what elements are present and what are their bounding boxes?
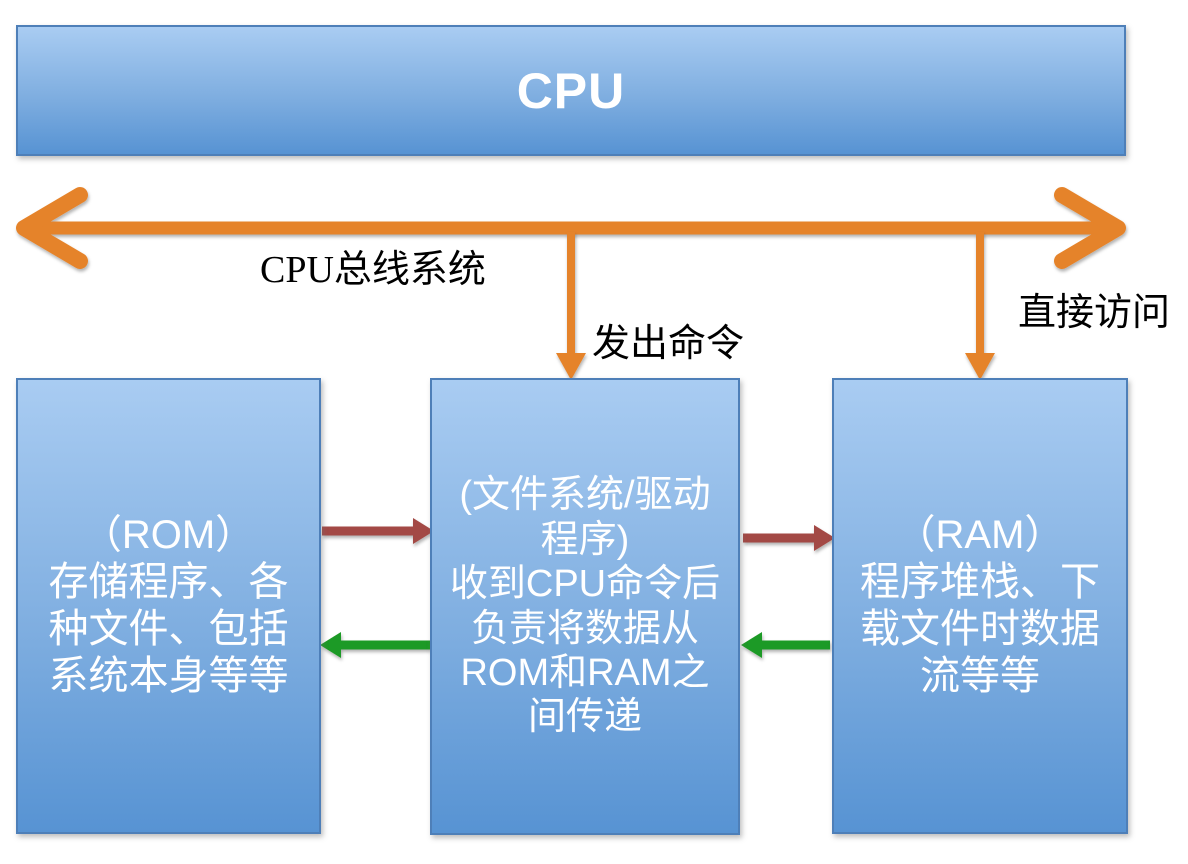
rom-box-line: （ROM）: [81, 513, 256, 558]
rom-box: （ROM） 存储程序、各 种文件、包括 系统本身等等: [16, 378, 321, 834]
ram-box-line: 载文件时数据: [860, 607, 1100, 651]
bus-arrowhead-right: [1054, 187, 1126, 269]
ram-box-line: （RAM）: [895, 513, 1065, 558]
rom-box-line: 种文件、包括: [48, 607, 289, 651]
controller-box-line: 间传递: [527, 696, 642, 739]
bus-arrowhead-left: [16, 187, 88, 269]
rom-box-line: 存储程序、各: [48, 560, 289, 605]
controller-box: (文件系统/驱动 程序) 收到CPU命令后 负责将数据从 ROM和RAM之 间传…: [430, 378, 740, 835]
cpu-box-label: CPU: [516, 62, 626, 119]
controller-box-line: (文件系统/驱动: [459, 474, 711, 517]
controller-box-line: 收到CPU命令后: [449, 563, 721, 606]
controller-box-line: 负责将数据从: [470, 607, 699, 650]
controller-box-line: ROM和RAM之: [460, 651, 710, 694]
ram-to-controller-arrow: [741, 632, 830, 658]
ram-box-line: 流等等: [920, 653, 1040, 698]
rom-to-controller-arrow: [322, 518, 434, 544]
ram-box-line: 程序堆栈、下: [860, 560, 1100, 605]
bus-label: CPU总线系统: [260, 249, 486, 291]
controller-box-line: 程序): [540, 518, 630, 561]
rom-box-line: 系统本身等等: [48, 653, 289, 698]
command-arrow: [556, 232, 586, 380]
direct-access-label: 直接访问: [1018, 292, 1171, 334]
ram-box: （RAM） 程序堆栈、下 载文件时数据 流等等: [832, 378, 1128, 834]
bus-arrow: [16, 187, 1126, 269]
command-label: 发出命令: [592, 323, 745, 365]
controller-to-rom-arrow: [320, 632, 431, 658]
controller-to-ram-arrow: [743, 525, 835, 551]
cpu-box: CPU: [16, 25, 1126, 156]
direct-access-arrow: [965, 232, 995, 380]
